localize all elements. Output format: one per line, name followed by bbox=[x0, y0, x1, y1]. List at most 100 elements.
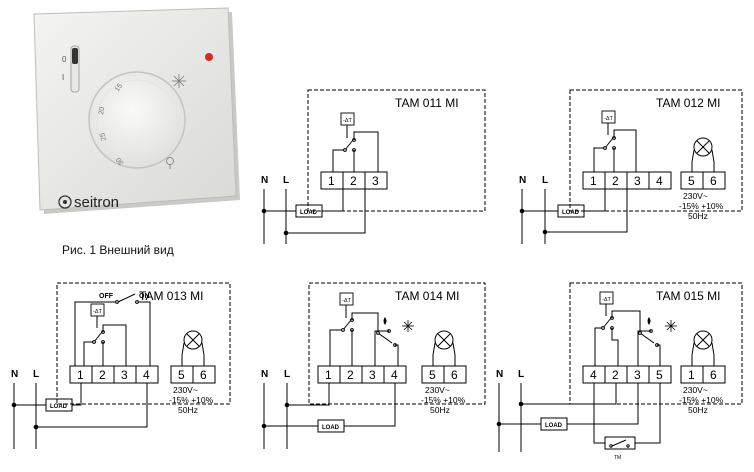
switch-mark-on: I bbox=[62, 73, 64, 82]
svg-text:50Hz: 50Hz bbox=[178, 405, 198, 415]
lamp-icon-tam013 bbox=[183, 330, 203, 350]
comfort-icon bbox=[166, 157, 174, 169]
temperature-dial bbox=[88, 71, 186, 169]
cool-icon-tam015 bbox=[665, 320, 677, 332]
svg-text:3: 3 bbox=[634, 174, 641, 188]
svg-text:N: N bbox=[261, 175, 268, 186]
svg-text:-ΔT: -ΔT bbox=[604, 116, 614, 122]
switch-mark-off: 0 bbox=[62, 55, 67, 64]
svg-text:5: 5 bbox=[429, 368, 436, 382]
diagram-tam013: TAM 013 MI OFF ON -ΔT 1 2 3 4 5 6 230V~ bbox=[11, 282, 231, 449]
svg-text:L: L bbox=[518, 369, 524, 380]
heat-icon-tam014 bbox=[383, 317, 387, 325]
title-tam015: TAM 015 MI bbox=[656, 289, 720, 303]
heat-icon-tam015 bbox=[647, 317, 651, 325]
svg-text:4: 4 bbox=[143, 368, 150, 382]
svg-text:1: 1 bbox=[688, 368, 695, 382]
svg-text:6: 6 bbox=[200, 368, 207, 382]
svg-text:230V~: 230V~ bbox=[683, 385, 708, 395]
enclosure-tam013 bbox=[56, 282, 231, 405]
timer-label: TM bbox=[614, 455, 621, 461]
diagram-tam012: TAM 012 MI -ΔT 1 2 3 4 5 6 230V~ -15% +1… bbox=[519, 89, 743, 244]
svg-text:2: 2 bbox=[612, 174, 619, 188]
svg-text:50Hz: 50Hz bbox=[688, 405, 708, 415]
indicator-led bbox=[205, 53, 213, 61]
svg-text:2: 2 bbox=[350, 174, 357, 188]
dial-tick-30: 30 bbox=[115, 156, 125, 167]
svg-text:LOAD: LOAD bbox=[322, 425, 340, 431]
svg-text:6: 6 bbox=[710, 174, 717, 188]
dial-tick-25: 25 bbox=[99, 132, 108, 141]
svg-text:LOAD: LOAD bbox=[545, 423, 563, 429]
terminal-block-tam011 bbox=[320, 171, 388, 190]
lamp-icon-tam014 bbox=[434, 330, 454, 350]
title-tam014: TAM 014 MI bbox=[395, 289, 459, 303]
svg-text:1: 1 bbox=[328, 174, 335, 188]
svg-text:N: N bbox=[519, 175, 526, 186]
lamp-icon-tam015 bbox=[693, 330, 713, 350]
svg-text:1: 1 bbox=[325, 368, 332, 382]
svg-text:3: 3 bbox=[121, 368, 128, 382]
svg-text:6: 6 bbox=[710, 368, 717, 382]
switch-off-label: OFF bbox=[99, 293, 114, 300]
svg-text:-15% +10%: -15% +10% bbox=[679, 395, 724, 405]
svg-text:50Hz: 50Hz bbox=[430, 405, 450, 415]
svg-text:-ΔT: -ΔT bbox=[343, 118, 353, 124]
enclosure-tam011 bbox=[307, 89, 486, 212]
dial-tick-20: 20 bbox=[98, 106, 106, 115]
enclosure-tam014 bbox=[308, 282, 486, 405]
svg-text:230V~: 230V~ bbox=[173, 385, 198, 395]
svg-text:5: 5 bbox=[688, 174, 695, 188]
svg-text:50Hz: 50Hz bbox=[688, 211, 708, 221]
svg-text:-ΔT: -ΔT bbox=[342, 298, 352, 304]
svg-text:3: 3 bbox=[634, 368, 641, 382]
svg-text:4: 4 bbox=[590, 368, 597, 382]
diagram-tam015: TAM 015 MI -ΔT 4 2 3 5 1 6 bbox=[496, 282, 743, 461]
svg-text:1: 1 bbox=[77, 368, 84, 382]
svg-text:1: 1 bbox=[590, 174, 597, 188]
frost-icon bbox=[172, 74, 186, 88]
svg-text:2: 2 bbox=[99, 368, 106, 382]
svg-text:-ΔT: -ΔT bbox=[93, 309, 103, 315]
title-tam013: TAM 013 MI bbox=[139, 289, 203, 303]
svg-text:230V~: 230V~ bbox=[425, 385, 450, 395]
svg-text:230V~: 230V~ bbox=[683, 191, 708, 201]
dial-tick-15: 15 bbox=[114, 83, 124, 93]
cool-icon-tam014 bbox=[402, 320, 414, 332]
svg-text:N: N bbox=[496, 369, 503, 380]
svg-text:2: 2 bbox=[347, 368, 354, 382]
diagram-tam011: TAM 011 MI -ΔT 1 2 3 N L LOAD bbox=[261, 89, 486, 244]
svg-text:L: L bbox=[542, 175, 548, 186]
svg-text:-15% +10%: -15% +10% bbox=[679, 201, 724, 211]
svg-text:6: 6 bbox=[451, 368, 458, 382]
svg-text:L: L bbox=[283, 175, 289, 186]
svg-text:LOAD: LOAD bbox=[300, 210, 318, 216]
brand-logo: seitron bbox=[58, 194, 119, 211]
svg-text:4: 4 bbox=[656, 174, 663, 188]
svg-text:L: L bbox=[33, 369, 39, 380]
svg-text:N: N bbox=[11, 369, 18, 380]
svg-text:-15% +10%: -15% +10% bbox=[169, 395, 214, 405]
svg-text:L: L bbox=[284, 369, 290, 380]
svg-text:5: 5 bbox=[656, 368, 663, 382]
svg-text:3: 3 bbox=[369, 368, 376, 382]
svg-text:5: 5 bbox=[178, 368, 185, 382]
title-tam012: TAM 012 MI bbox=[656, 96, 720, 110]
svg-text:LOAD: LOAD bbox=[50, 404, 68, 410]
svg-text:3: 3 bbox=[372, 174, 379, 188]
switch-on-label: ON bbox=[139, 293, 150, 300]
thermostat-photo: 0 I 15 20 25 30 seitron bbox=[33, 7, 240, 214]
svg-text:seitron: seitron bbox=[74, 194, 119, 211]
enclosure-tam012 bbox=[569, 89, 743, 212]
svg-text:LOAD: LOAD bbox=[562, 210, 580, 216]
svg-text:N: N bbox=[261, 369, 268, 380]
title-tam011: TAM 011 MI bbox=[395, 96, 459, 110]
svg-text:4: 4 bbox=[391, 368, 398, 382]
svg-text:-15% +10%: -15% +10% bbox=[421, 395, 466, 405]
enclosure-tam015 bbox=[569, 282, 743, 405]
svg-text:-ΔT: -ΔT bbox=[602, 297, 612, 303]
svg-text:2: 2 bbox=[612, 368, 619, 382]
lamp-icon-tam012 bbox=[693, 137, 713, 157]
